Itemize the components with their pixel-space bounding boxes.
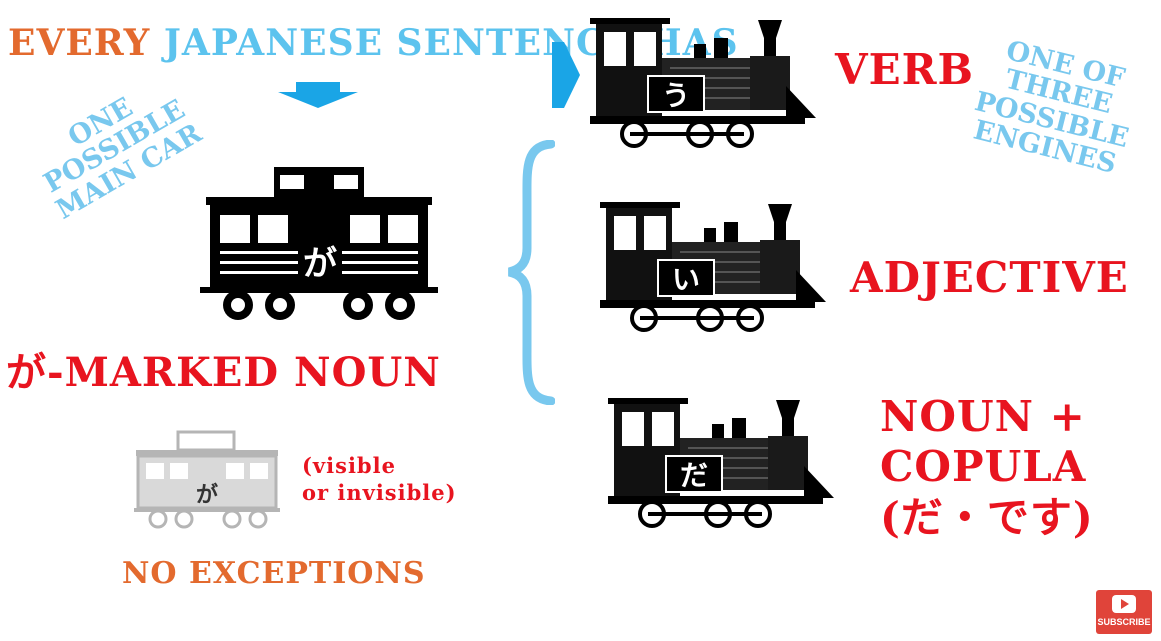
subscribe-button[interactable]: SUBSCRIBE bbox=[1096, 590, 1152, 634]
label-visible-or-invisible: (visible or invisible) bbox=[302, 452, 457, 507]
subscribe-label: SUBSCRIBE bbox=[1097, 617, 1151, 627]
right-arrow-icon bbox=[552, 42, 580, 108]
ghost-car-glyph: が bbox=[196, 482, 218, 508]
label-ga-marked-noun: が-MARKED NOUN bbox=[6, 349, 441, 396]
label-visible-line: (visible bbox=[302, 453, 396, 478]
label-noun-copula: NOUN + COPULA (だ・です) bbox=[880, 392, 1094, 543]
engine-copula: だ bbox=[608, 398, 836, 528]
engine-verb-glyph: う bbox=[662, 79, 690, 112]
note-engines: ONE OF THREE POSSIBLE ENGINES bbox=[944, 27, 1161, 185]
label-visible-line: or invisible) bbox=[302, 480, 457, 506]
engine-verb: う bbox=[590, 18, 818, 148]
ghost-car-illustration: が bbox=[134, 430, 280, 529]
engine-copula-glyph: だ bbox=[680, 459, 708, 492]
engine-adjective-glyph: い bbox=[672, 263, 700, 296]
label-copula-line: NOUN + bbox=[880, 392, 1086, 441]
main-car-glyph: が bbox=[303, 244, 337, 284]
title-part-every: EVERY bbox=[8, 22, 151, 64]
label-copula-line: (だ・です) bbox=[880, 492, 1094, 542]
engine-adjective: い bbox=[600, 202, 828, 332]
play-icon bbox=[1112, 595, 1136, 613]
label-no-exceptions: NO EXCEPTIONS bbox=[122, 556, 426, 591]
main-car-illustration: が bbox=[200, 167, 438, 320]
label-copula-line: COPULA bbox=[880, 442, 1087, 492]
down-arrow-icon bbox=[278, 82, 358, 108]
curly-brace-icon bbox=[507, 140, 555, 405]
label-verb: VERB bbox=[835, 45, 975, 94]
label-adjective: ADJECTIVE bbox=[850, 253, 1129, 302]
